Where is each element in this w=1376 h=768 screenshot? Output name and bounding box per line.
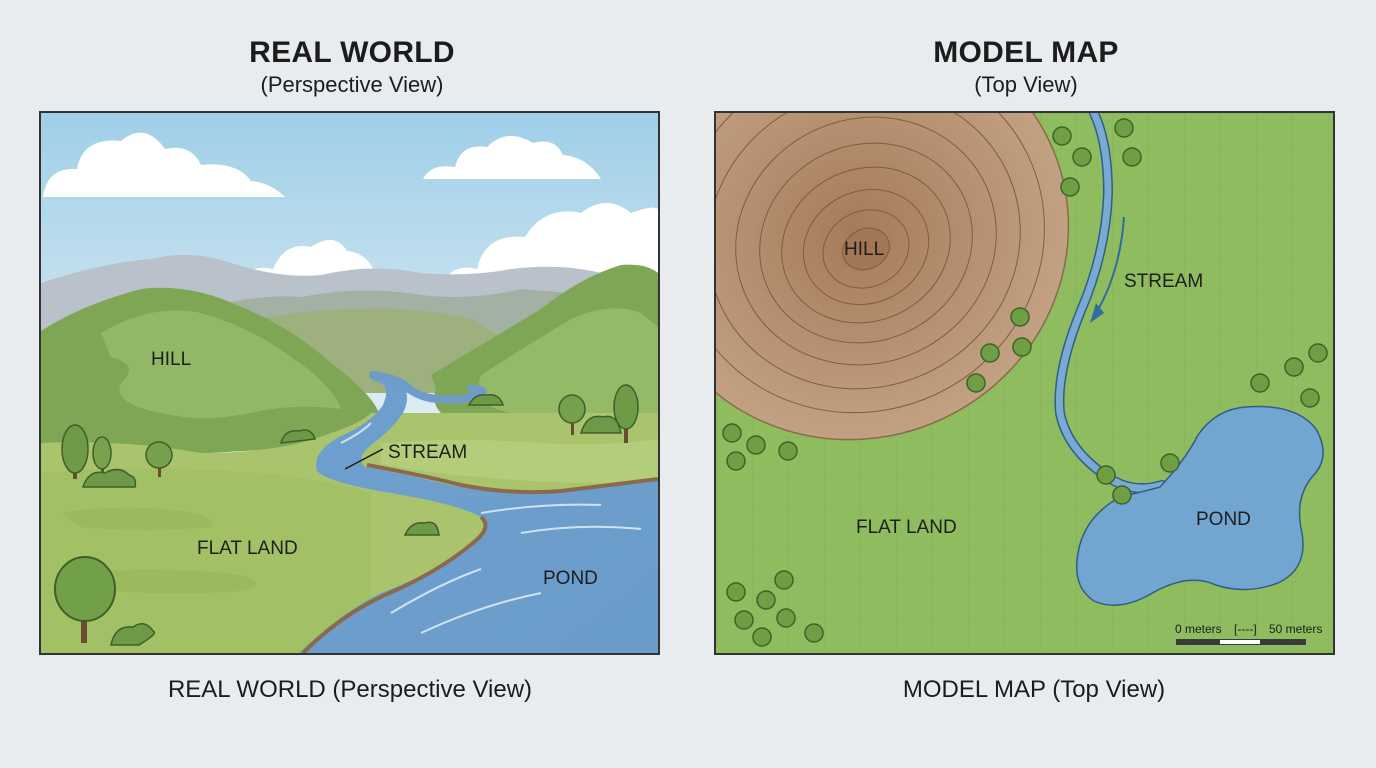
real-world-title: REAL WORLD xyxy=(249,36,455,69)
scale-middle-label: [----] xyxy=(1234,622,1257,636)
real-world-subtitle: (Perspective View) xyxy=(260,72,444,97)
real-world-hill-label: HILL xyxy=(151,349,191,370)
model-map-title: MODEL MAP xyxy=(933,36,1119,69)
scale-bar: 0 meters [----] 50 meters xyxy=(1175,622,1322,645)
model-map-caption: MODEL MAP (Top View) xyxy=(902,676,1166,703)
cloud xyxy=(443,203,658,283)
shrub-cluster xyxy=(722,118,1328,647)
model-map-stream-label: STREAM xyxy=(1124,271,1203,292)
real-world-illustration: HILL STREAM FLAT LAND POND xyxy=(39,111,660,655)
real-world-stream-label: STREAM xyxy=(388,442,467,463)
map-hill xyxy=(716,113,1070,441)
map-pond xyxy=(1076,405,1324,606)
bush xyxy=(110,623,156,646)
real-world-pond-label: POND xyxy=(543,568,598,589)
tree xyxy=(145,441,173,477)
model-map-heading: MODEL MAP (Top View) xyxy=(714,36,1338,100)
real-world-caption: REAL WORLD (Perspective View) xyxy=(167,676,533,703)
bush xyxy=(279,429,317,444)
bush xyxy=(81,468,137,488)
scale-start-label: 0 meters xyxy=(1175,622,1222,636)
scale-end-label: 50 meters xyxy=(1269,622,1322,636)
cloud xyxy=(43,132,285,197)
real-world-flat-land-label: FLAT LAND xyxy=(197,538,298,559)
bush xyxy=(403,521,440,536)
flow-arrow-icon xyxy=(1095,216,1125,314)
stream xyxy=(299,375,658,653)
model-map-illustration: HILL STREAM FLAT LAND POND 0 meters [---… xyxy=(714,111,1335,655)
cloud xyxy=(423,135,601,179)
tree xyxy=(61,424,89,479)
model-map-flat-land-label: FLAT LAND xyxy=(856,517,957,538)
tree xyxy=(613,384,639,443)
model-map-pond-label: POND xyxy=(1196,509,1251,530)
real-world-heading: REAL WORLD (Perspective View) xyxy=(40,36,664,100)
bush xyxy=(467,393,505,406)
model-map-hill-label: HILL xyxy=(844,239,884,260)
model-map-subtitle: (Top View) xyxy=(974,72,1078,97)
tree xyxy=(92,436,112,475)
tree xyxy=(54,556,116,643)
bush xyxy=(579,415,622,434)
tree xyxy=(558,394,586,435)
